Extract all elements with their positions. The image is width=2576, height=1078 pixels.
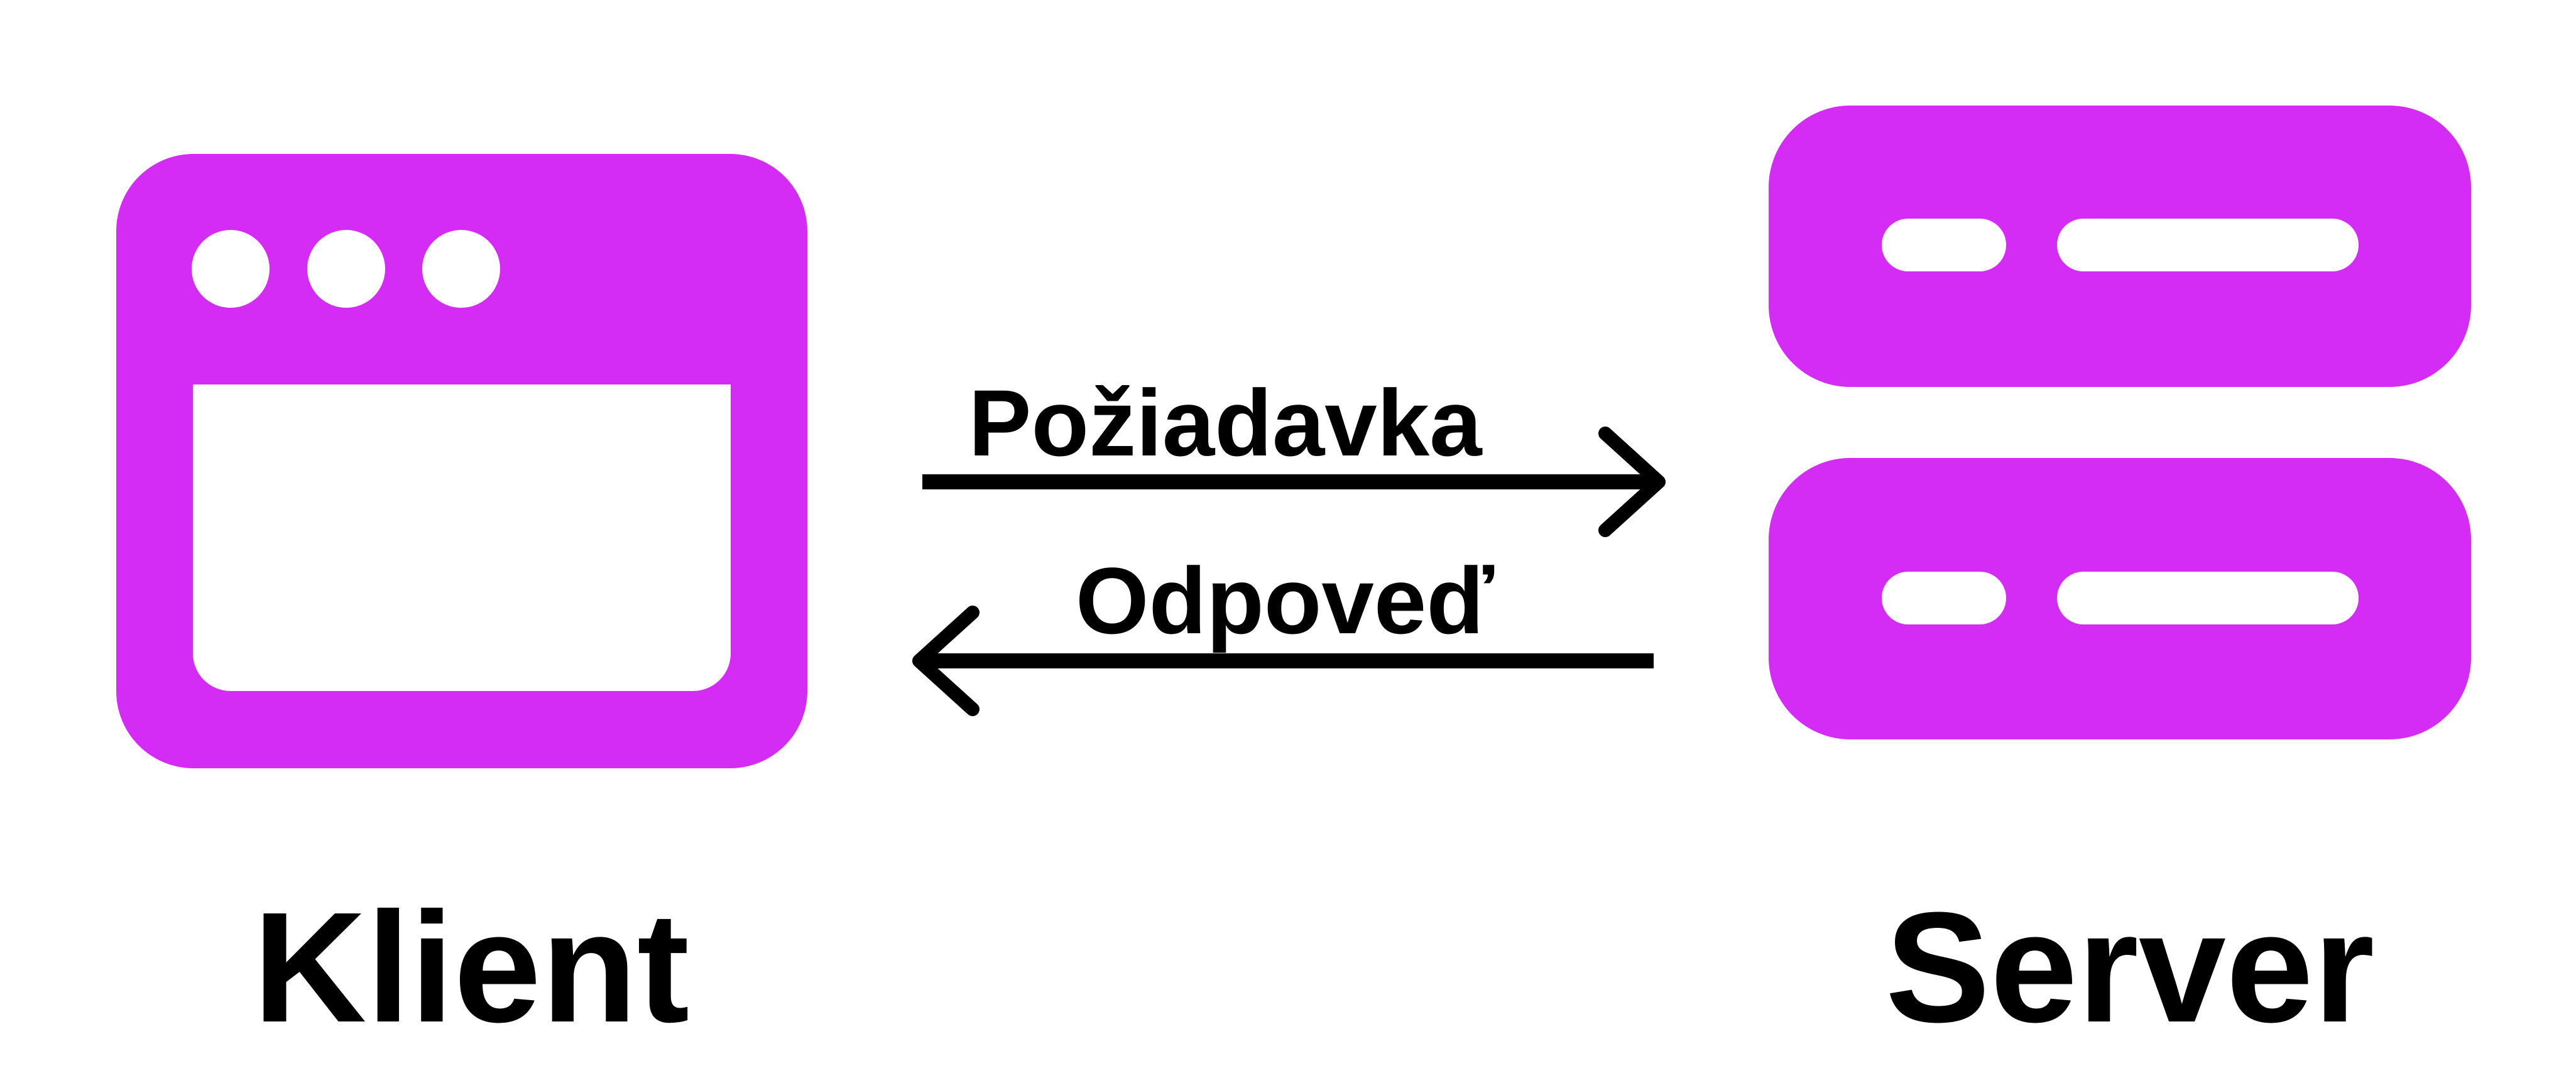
browser-frame [116, 154, 807, 768]
response-label: Odpoveď [1076, 548, 1494, 653]
server-label: Server [1885, 879, 2375, 1055]
server-unit-bottom-slot-long [2057, 572, 2359, 624]
request-label: Požiadavka [968, 370, 1483, 476]
server-unit-top-slot-short [1882, 219, 2006, 271]
server-unit-top-slot-long [2057, 219, 2359, 271]
server-unit-top [1769, 106, 2471, 387]
window-dot-3 [422, 230, 500, 308]
request-arrow: Požiadavka [922, 370, 1666, 537]
response-arrowhead-icon [912, 606, 980, 716]
browser-window-icon [116, 154, 807, 768]
response-arrow: Odpoveď [912, 548, 1654, 716]
server-rack-icon [1769, 106, 2471, 739]
window-dot-2 [307, 230, 385, 308]
window-dot-1 [192, 230, 270, 308]
request-arrowhead-icon [1598, 427, 1666, 537]
server-unit-bottom [1769, 458, 2471, 739]
server-unit-bottom-slot-short [1882, 572, 2006, 624]
client-label: Klient [253, 879, 690, 1055]
